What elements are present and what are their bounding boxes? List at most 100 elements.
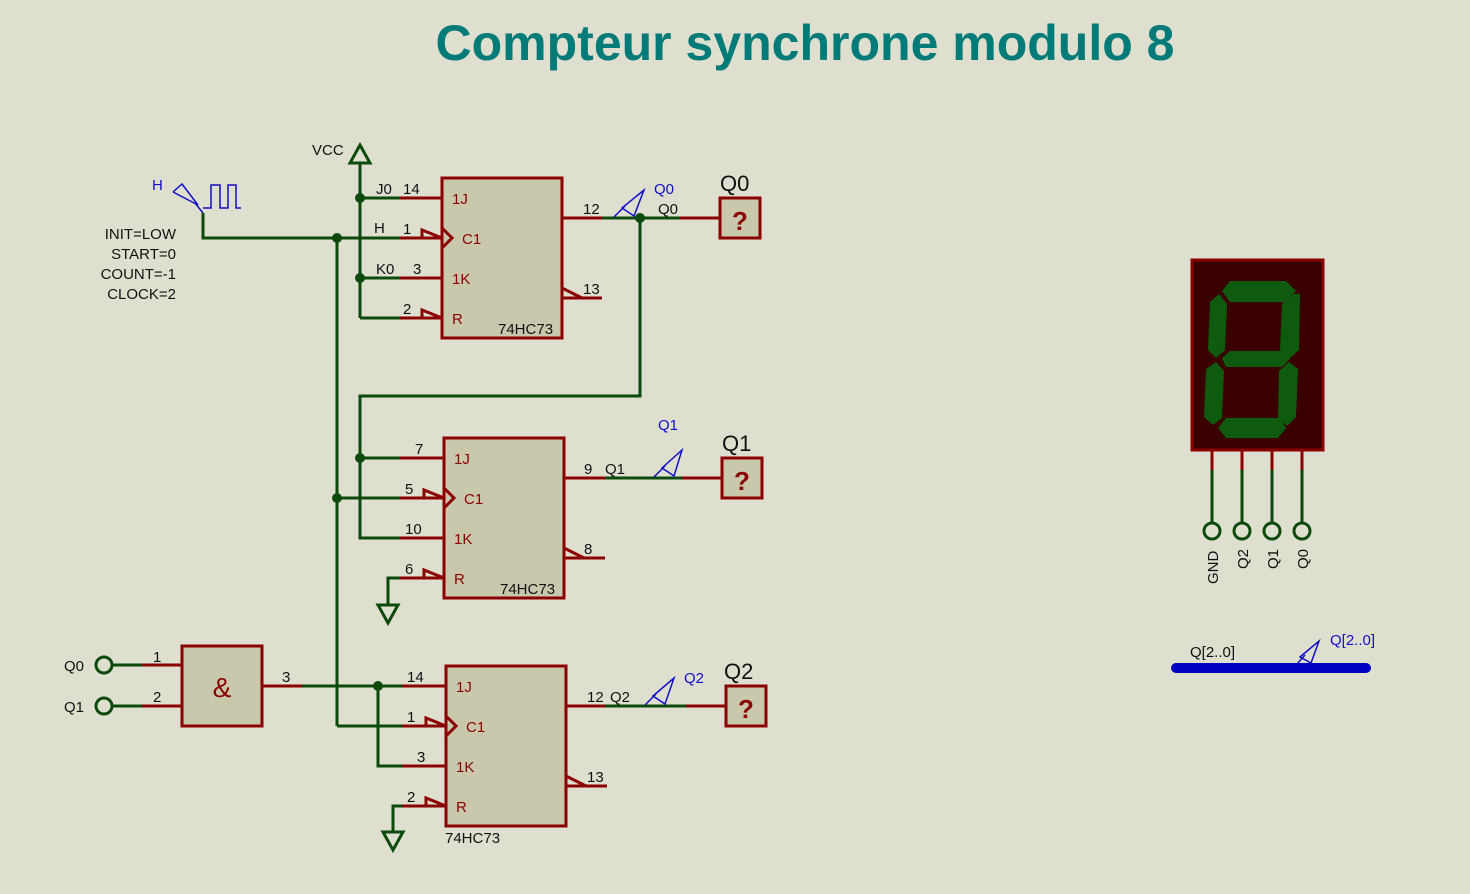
input-label: Q0	[64, 658, 84, 675]
probe-state: ?	[732, 206, 748, 236]
terminal-q0[interactable]: Q0	[613, 181, 674, 218]
clock-prop-start: START=0	[111, 246, 176, 263]
clock-prop-clock: CLOCK=2	[107, 286, 176, 303]
pin-number: 6	[405, 561, 413, 578]
clock-stem	[194, 202, 204, 214]
and-gate[interactable]: Q0 Q1 & 1 2 3	[64, 644, 302, 728]
segment-c	[1278, 362, 1298, 426]
pin-number: 9	[584, 461, 592, 478]
terminal-arrow-icon	[1298, 638, 1321, 665]
pin-number: 1	[153, 649, 161, 666]
pin-name-j: 1J	[454, 451, 470, 468]
pin-number: 10	[405, 521, 422, 538]
terminal-q1[interactable]: Q1	[653, 417, 684, 478]
seven-segment-display[interactable]: GND Q2 Q1 Q0	[1190, 258, 1325, 585]
pin-number: 3	[413, 261, 421, 278]
display-pin-label: GND	[1205, 551, 1222, 585]
bus-q[interactable]: Q[2..0] Q[2..0]	[1171, 632, 1375, 673]
page-title: Compteur synchrone modulo 8	[435, 15, 1175, 71]
segment-g	[1222, 351, 1290, 367]
pin-name-r: R	[456, 799, 467, 816]
net-label: Q1	[605, 461, 625, 478]
wires	[113, 163, 686, 832]
clock-terminal-icon	[172, 182, 199, 206]
pin-name-r: R	[454, 571, 465, 588]
clock-generator[interactable]: H INIT=LOW START=0 COUNT=-1 CLOCK=2	[101, 177, 241, 303]
pin-name-k: 1K	[452, 271, 470, 288]
ground-icon	[380, 830, 406, 854]
vcc-power-terminal[interactable]: VCC	[312, 141, 373, 165]
logic-probe-q1[interactable]: ? Q1	[682, 431, 764, 500]
clock-name: H	[152, 177, 163, 194]
display-pin-gnd[interactable]	[1202, 521, 1222, 541]
clock-prop-init: INIT=LOW	[105, 226, 177, 243]
pin-number: 2	[403, 301, 411, 318]
pin-name-c: C1	[466, 719, 485, 736]
probe-state: ?	[734, 466, 750, 496]
part-label: 74HC73	[498, 321, 553, 338]
bus-label: Q[2..0]	[1190, 644, 1235, 661]
pin-name-j: 1J	[452, 191, 468, 208]
pin-name-c: C1	[464, 491, 483, 508]
segment-b	[1280, 294, 1300, 359]
display-pin-label: Q1	[1265, 549, 1282, 569]
pin-number: 12	[587, 689, 604, 706]
part-label: 74HC73	[500, 581, 555, 598]
display-pin-q2[interactable]	[1232, 521, 1252, 541]
square-wave-icon	[203, 184, 241, 209]
display-pin-q0[interactable]	[1292, 521, 1312, 541]
pin-number: 1	[403, 221, 411, 238]
flipflop-2[interactable]: 1J C1 1K R 74HC73 14 1 3 2 12 13 Q2	[402, 664, 630, 847]
pin-number: 12	[583, 201, 600, 218]
junctions	[332, 193, 645, 691]
input-terminal-q0[interactable]	[94, 655, 114, 675]
pin-number: 3	[417, 749, 425, 766]
pin-number: 13	[587, 769, 604, 786]
ground-icon	[375, 603, 401, 627]
probe-label: Q2	[724, 659, 753, 684]
segment-f	[1208, 294, 1227, 358]
pin-number: 13	[583, 281, 600, 298]
net-label: H	[374, 220, 385, 237]
pin-number: 3	[282, 669, 290, 686]
terminal-q2[interactable]: Q2	[644, 670, 704, 706]
net-label: Q0	[658, 201, 678, 218]
input-terminal-q1[interactable]	[94, 696, 114, 716]
pin-number: 2	[153, 689, 161, 706]
terminal-label: Q1	[658, 417, 678, 434]
segment-e	[1204, 362, 1224, 425]
pin-number: 14	[403, 181, 420, 198]
pin-number: 5	[405, 481, 413, 498]
segment-a	[1222, 281, 1296, 302]
display-pin-q1[interactable]	[1262, 521, 1282, 541]
net-label: K0	[376, 261, 394, 278]
pin-number: 14	[407, 669, 424, 686]
terminal-arrow-icon	[660, 447, 684, 478]
net-label: J0	[376, 181, 392, 198]
segments	[1204, 281, 1300, 438]
bus-terminal-label: Q[2..0]	[1330, 632, 1375, 649]
probe-label: Q0	[720, 171, 749, 196]
pin-name-k: 1K	[454, 531, 472, 548]
display-pin-label: Q0	[1295, 549, 1312, 569]
flipflop-1[interactable]: 1J C1 1K R 74HC73 7 5 10 6 9 8 Q1	[400, 436, 625, 600]
terminal-label: Q2	[684, 670, 704, 687]
input-label: Q1	[64, 699, 84, 716]
logic-probe-q0[interactable]: ? Q0	[680, 171, 762, 240]
pin-number: 2	[407, 789, 415, 806]
flipflop-0[interactable]: 1J C1 1K R 74HC73 14 1 3 2 12 13 J0 H K0…	[374, 176, 678, 340]
pin-number: 8	[584, 541, 592, 558]
logic-probe-q2[interactable]: ? Q2	[686, 659, 768, 728]
probe-state: ?	[738, 694, 754, 724]
terminal-arrow-icon	[651, 675, 676, 706]
power-arrow-icon	[347, 141, 373, 165]
segment-d	[1218, 418, 1286, 438]
net-label: Q2	[610, 689, 630, 706]
pin-name-c: C1	[462, 231, 481, 248]
terminal-label: Q0	[654, 181, 674, 198]
pin-name-r: R	[452, 311, 463, 328]
vcc-label: VCC	[312, 142, 344, 159]
pin-number: 7	[415, 441, 423, 458]
and-symbol: &	[213, 672, 232, 703]
